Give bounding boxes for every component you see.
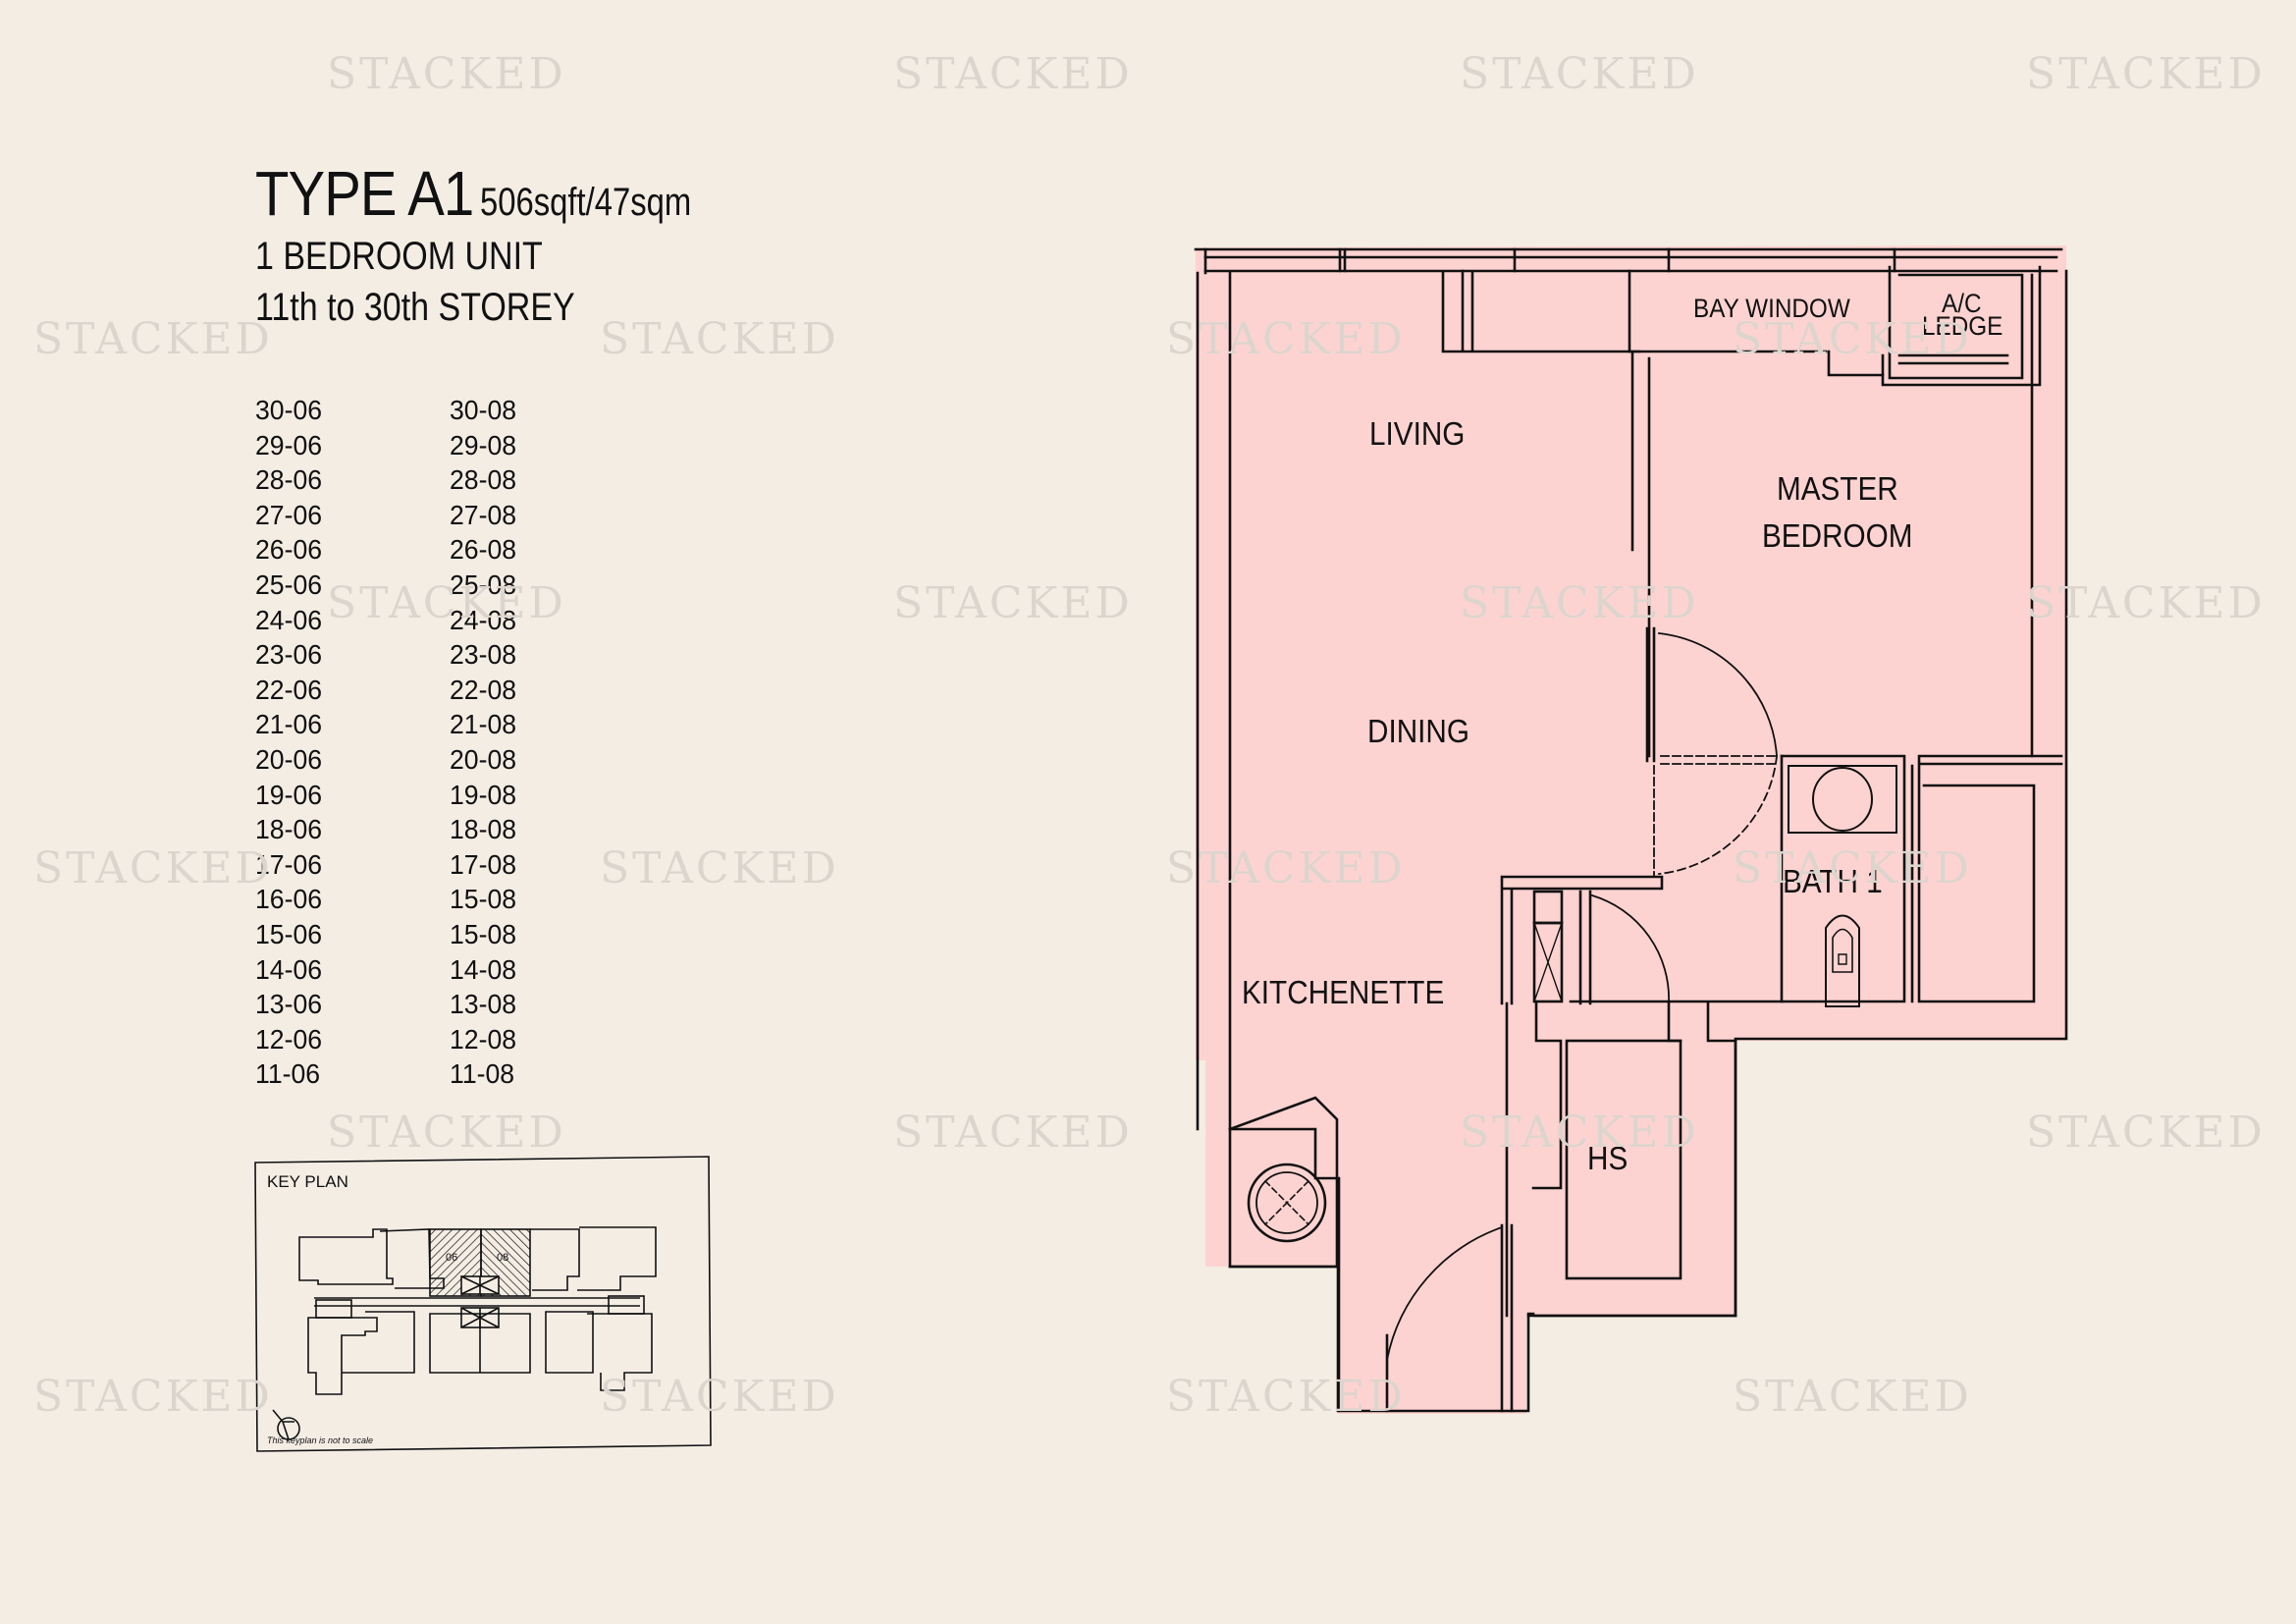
room-label-dining: DINING [1367, 713, 1469, 749]
unit-number: 14-08 [450, 953, 517, 985]
title-line: TYPE A1 506sqft/47sqm [255, 162, 737, 225]
unit-number: 19-06 [255, 779, 323, 810]
unit-number: 12-08 [450, 1023, 517, 1055]
unit-fill [1196, 245, 2066, 1414]
unit-number: 25-06 [255, 568, 323, 600]
unit-number: 27-08 [450, 499, 517, 530]
room-label-living: LIVING [1369, 415, 1466, 452]
unit-type-title: TYPE A1 [255, 158, 474, 229]
unit-area: 506sqft/47sqm [479, 181, 691, 224]
unit-number: 13-08 [450, 989, 517, 1020]
unit-number: 26-06 [255, 534, 323, 566]
unit-number: 23-08 [450, 639, 517, 671]
unit-number: 12-06 [255, 1023, 323, 1055]
unit-number: 14-06 [255, 953, 323, 985]
unit-number: 15-08 [450, 918, 517, 949]
key-plan: 06 08 KEY PLAN This keyplan is not to sc… [247, 1151, 713, 1459]
unit-number: 23-06 [255, 639, 323, 671]
unit-number: 17-06 [255, 848, 323, 880]
unit-number: 21-08 [450, 709, 517, 740]
key-plan-unit-08: 08 [497, 1252, 508, 1264]
room-label-bay-window: BAY WINDOW [1693, 294, 1850, 323]
unit-number: 11-06 [255, 1058, 321, 1090]
key-plan-scale-note: This keyplan is not to scale [267, 1435, 374, 1445]
unit-number: 16-06 [255, 884, 323, 915]
unit-number: 11-08 [450, 1058, 515, 1090]
unit-heading: TYPE A1 506sqft/47sqm 1 BEDROOM UNIT 11t… [255, 162, 737, 327]
unit-number: 13-06 [255, 989, 323, 1020]
unit-number: 29-06 [255, 429, 323, 460]
bedroom-count: 1 BEDROOM UNIT [255, 235, 543, 278]
unit-number: 30-06 [255, 395, 323, 425]
room-label-ac-ledge-line2: LEDGE [1922, 311, 2003, 341]
storey-range: 11th to 30th STOREY [255, 286, 575, 329]
unit-number-list: 30-06 30-08 29-06 29-08 28-06 28-08 27-06 27… [255, 393, 548, 1092]
room-label-hs: HS [1587, 1140, 1629, 1176]
unit-number: 15-08 [450, 884, 517, 915]
unit-number: 26-08 [450, 534, 517, 566]
unit-number: 30-08 [450, 395, 517, 425]
room-label-master-line1: MASTER [1777, 470, 1898, 507]
unit-number: 25-08 [450, 568, 517, 600]
room-label-ac-ledge-line1: A/C [1942, 289, 1982, 318]
unit-number: 20-06 [255, 743, 323, 775]
unit-number: 24-06 [255, 604, 323, 635]
unit-number: 28-06 [255, 464, 323, 496]
unit-number: 17-08 [450, 848, 517, 880]
key-plan-label: KEY PLAN [267, 1172, 348, 1191]
unit-number: 18-06 [255, 814, 323, 845]
unit-number: 28-08 [450, 464, 517, 496]
unit-number: 20-08 [450, 743, 517, 775]
unit-number: 27-06 [255, 499, 323, 530]
room-label-bath: BATH 1 [1783, 863, 1883, 899]
unit-number: 19-08 [450, 779, 517, 810]
unit-number: 24-08 [450, 604, 517, 635]
room-label-kitchenette: KITCHENETTE [1242, 974, 1445, 1010]
key-plan-frame [254, 1156, 712, 1452]
key-plan-drawing: 06 08 [254, 1156, 712, 1452]
walls [1194, 247, 2068, 1413]
room-label-master-line2: BEDROOM [1762, 517, 1913, 554]
unit-number: 15-06 [255, 918, 323, 949]
unit-number: 22-06 [255, 674, 323, 705]
unit-number: 22-08 [450, 674, 517, 705]
unit-number: 21-06 [255, 709, 323, 740]
unit-number: 29-08 [450, 429, 517, 460]
unit-number: 18-08 [450, 814, 517, 845]
key-plan-unit-06: 06 [446, 1252, 457, 1264]
